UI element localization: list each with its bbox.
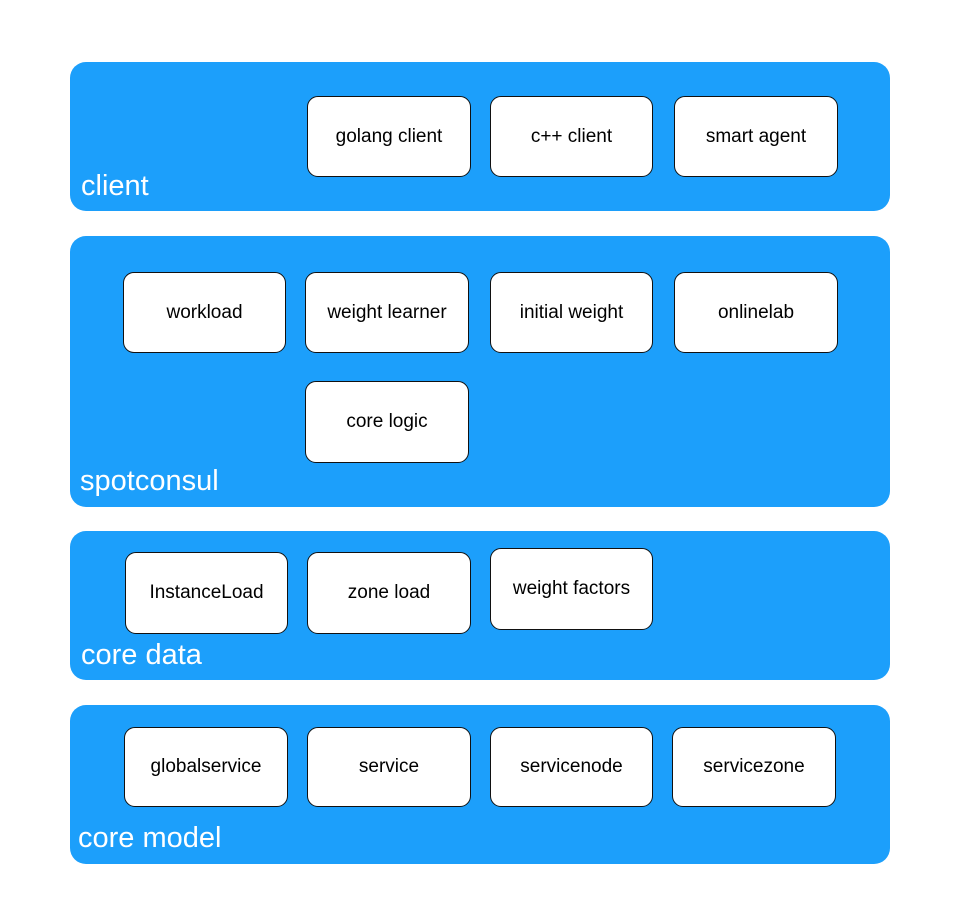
- component-box: zone load: [307, 552, 471, 634]
- component-box: service: [307, 727, 471, 807]
- component-label: workload: [166, 301, 243, 323]
- component-box: globalservice: [124, 727, 288, 807]
- layer-label: core model: [78, 822, 222, 854]
- component-box: workload: [123, 272, 286, 353]
- component-label: globalservice: [150, 756, 262, 777]
- component-box: InstanceLoad: [125, 552, 288, 634]
- component-label: golang client: [335, 125, 443, 147]
- component-box: initial weight: [490, 272, 653, 353]
- component-label: smart agent: [705, 125, 807, 147]
- component-label: weight learner: [327, 301, 447, 323]
- layer-spotconsul: workload weight learner initial weight o…: [70, 236, 890, 507]
- component-box: weight learner: [305, 272, 469, 353]
- layer-label: client: [81, 170, 149, 202]
- layer-label: core data: [81, 639, 202, 671]
- component-box: weight factors: [490, 548, 653, 630]
- component-box: smart agent: [674, 96, 838, 177]
- component-label: servicenode: [520, 756, 623, 777]
- component-box: core logic: [305, 381, 469, 463]
- component-label: onlinelab: [717, 301, 795, 323]
- component-box: onlinelab: [674, 272, 838, 353]
- component-box: servicenode: [490, 727, 653, 807]
- component-label: core logic: [346, 411, 428, 432]
- component-box: c++ client: [490, 96, 653, 177]
- component-label: zone load: [347, 582, 431, 603]
- component-label: initial weight: [519, 301, 624, 323]
- component-box: golang client: [307, 96, 471, 177]
- component-label: service: [358, 756, 420, 777]
- component-label: weight factors: [512, 578, 631, 599]
- component-label: c++ client: [530, 125, 613, 147]
- layer-label: spotconsul: [80, 465, 219, 497]
- component-box: servicezone: [672, 727, 836, 807]
- component-label: servicezone: [703, 756, 805, 777]
- component-label: InstanceLoad: [149, 582, 264, 603]
- layer-core-model: globalservice service servicenode servic…: [70, 705, 890, 864]
- layer-core-data: InstanceLoad zone load weight factors co…: [70, 531, 890, 680]
- layer-client: golang client c++ client smart agent cli…: [70, 62, 890, 211]
